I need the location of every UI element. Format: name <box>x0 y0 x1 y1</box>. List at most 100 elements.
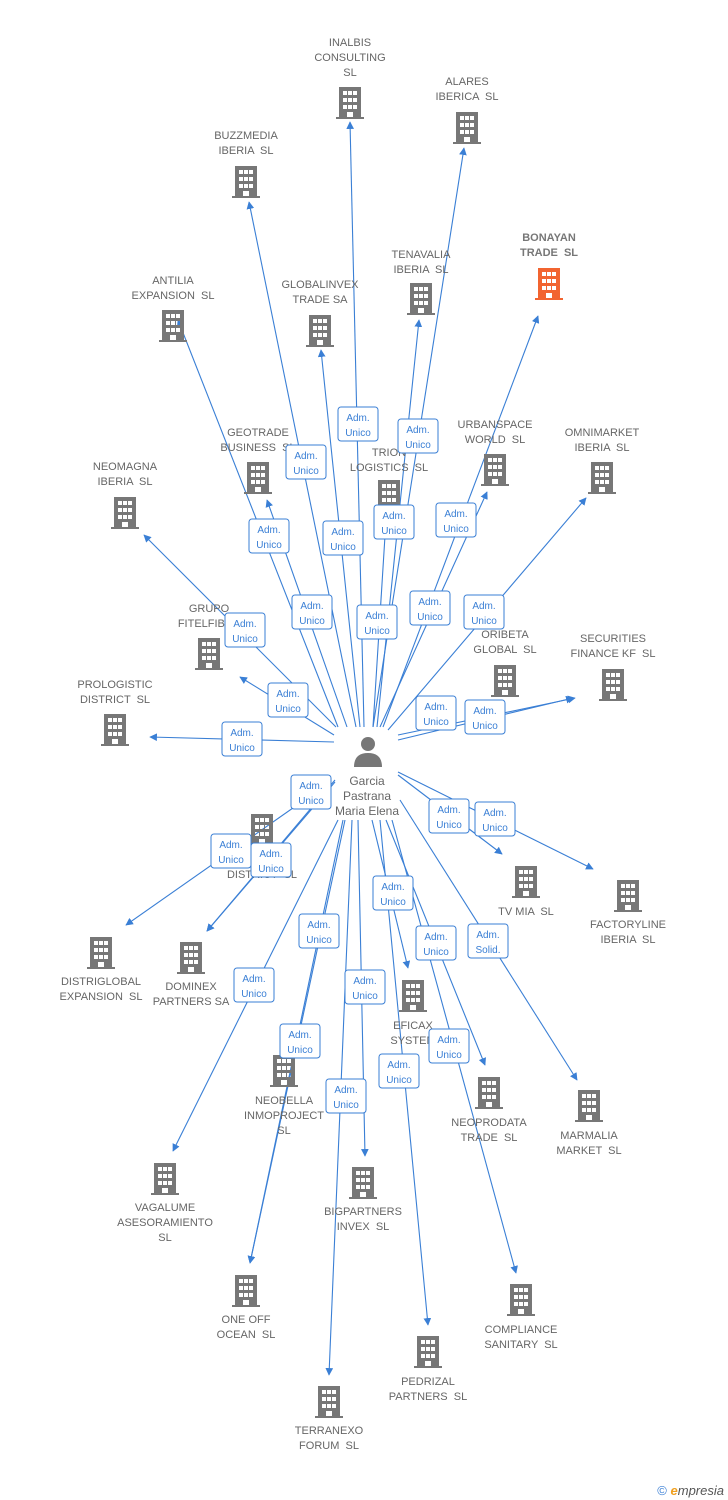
role-badge-neobella[interactable]: Adm.Unico <box>279 1023 321 1059</box>
role-badge-neomagna[interactable]: Adm.Unico <box>224 612 266 648</box>
role-badge-oneoff[interactable]: Adm.Unico <box>298 913 340 949</box>
role-badge-text: Adm. <box>483 808 506 819</box>
role-badge-text: Unico <box>352 991 378 1002</box>
company-label: TRADE SL <box>461 1132 518 1144</box>
company-label: GLOBALINVEX <box>281 279 359 291</box>
role-badge-text: Unico <box>423 717 449 728</box>
role-badge-terranexo[interactable]: Adm.Unico <box>325 1078 367 1114</box>
role-badge-compliance[interactable]: Adm.Unico <box>415 925 457 961</box>
role-badge-text: Adm. <box>418 597 441 608</box>
building-icon <box>453 112 481 144</box>
role-badge-geotrade[interactable]: Adm.Unico <box>291 594 333 630</box>
role-badge-globalinvex[interactable]: Adm.Unico <box>322 520 364 556</box>
role-badge-text: Unico <box>218 855 244 866</box>
company-label: ALARES <box>445 76 488 88</box>
role-badge-pedrizal[interactable]: Adm.Unico <box>378 1053 420 1089</box>
role-badge-inalbis[interactable]: Adm.Unico <box>337 406 379 442</box>
company-node-distriglobal[interactable]: DISTRIGLOBAL EXPANSION SL <box>60 937 143 1003</box>
role-badge-securities[interactable]: Adm.Unico <box>464 699 506 735</box>
company-label: MARMALIA <box>560 1130 618 1142</box>
role-badge-text: Adm. <box>444 509 467 520</box>
role-badge-neoprodata[interactable]: Adm.Unico <box>428 1028 470 1064</box>
company-label: BIGPARTNERS <box>324 1206 402 1218</box>
company-label: DISTRIGLOBAL <box>61 976 141 988</box>
company-label: BUSINESS SL <box>220 442 295 454</box>
role-badge-text: Adm. <box>219 840 242 851</box>
role-badge-omnimarket[interactable]: Adm.Unico <box>463 594 505 630</box>
role-badge-eficax[interactable]: Adm.Unico <box>372 875 414 911</box>
role-badge-marmalia[interactable]: Adm.Solid. <box>467 923 509 959</box>
role-badge-distriglobal[interactable]: Adm. Unico <box>210 833 252 869</box>
center-person[interactable]: Garcia Pastrana Maria Elena <box>335 737 399 818</box>
role-badge-text: Adm. <box>406 425 429 436</box>
role-badge-bigpartners[interactable]: Adm.Unico <box>344 969 386 1005</box>
role-badge-text: Unico <box>306 935 332 946</box>
building-icon <box>399 980 427 1012</box>
role-badge-urbanspace[interactable]: Adm.Unico <box>409 590 451 626</box>
company-label: EXPANSION SL <box>60 991 143 1003</box>
role-badge-tvmia[interactable]: Adm.Unico <box>428 798 470 834</box>
building-icon <box>87 937 115 969</box>
role-badge-prologistic[interactable]: Adm.Unico <box>221 721 263 757</box>
role-badge-buzzmedia[interactable]: Adm.Unico <box>285 444 327 480</box>
person-name-line-3: Maria Elena <box>335 804 399 818</box>
role-badge-text: Adm. <box>233 619 256 630</box>
company-label: OMNIMARKET <box>565 427 640 439</box>
role-badge-trion[interactable]: Adm.Unico <box>356 604 398 640</box>
role-badge-tenavalia[interactable]: Adm.Unico <box>373 504 415 540</box>
company-node-tvmia[interactable]: TV MIA SL <box>498 866 554 918</box>
role-badge-text: Adm. <box>381 882 404 893</box>
role-badge-vagalume[interactable]: Adm.Unico <box>233 967 275 1003</box>
building-icon <box>159 310 187 342</box>
company-label: FORUM SL <box>299 1440 359 1452</box>
role-badge-alares[interactable]: Adm.Unico <box>397 418 439 454</box>
building-icon <box>232 1275 260 1307</box>
company-label: PROLOGISTIC <box>77 679 152 691</box>
role-badge-text: Adm. <box>294 451 317 462</box>
copyright-symbol: © <box>657 1483 667 1498</box>
role-badge-antilia[interactable]: Adm.Unico <box>248 518 290 554</box>
role-badge-factoryline[interactable]: Adm.Unico <box>474 801 516 837</box>
person-icon <box>354 737 382 767</box>
company-label: SECURITIES <box>580 633 646 645</box>
company-label: SYSTEM <box>390 1035 435 1047</box>
company-label: GRUPO <box>189 603 230 615</box>
building-icon <box>244 462 272 494</box>
role-badge-bonayan[interactable]: Adm.Unico <box>435 502 477 538</box>
company-label: PEDRIZAL <box>401 1376 455 1388</box>
role-badge-district[interactable]: Adm.Unico <box>290 774 332 810</box>
role-badge-dominex[interactable]: Adm.Unico <box>250 842 292 878</box>
role-badge-text: Unico <box>330 542 356 553</box>
role-badge-text: Adm. <box>299 781 322 792</box>
role-badge-oribeta[interactable]: Adm.Unico <box>415 695 457 731</box>
role-badge-grupo[interactable]: Adm.Unico <box>267 682 309 718</box>
